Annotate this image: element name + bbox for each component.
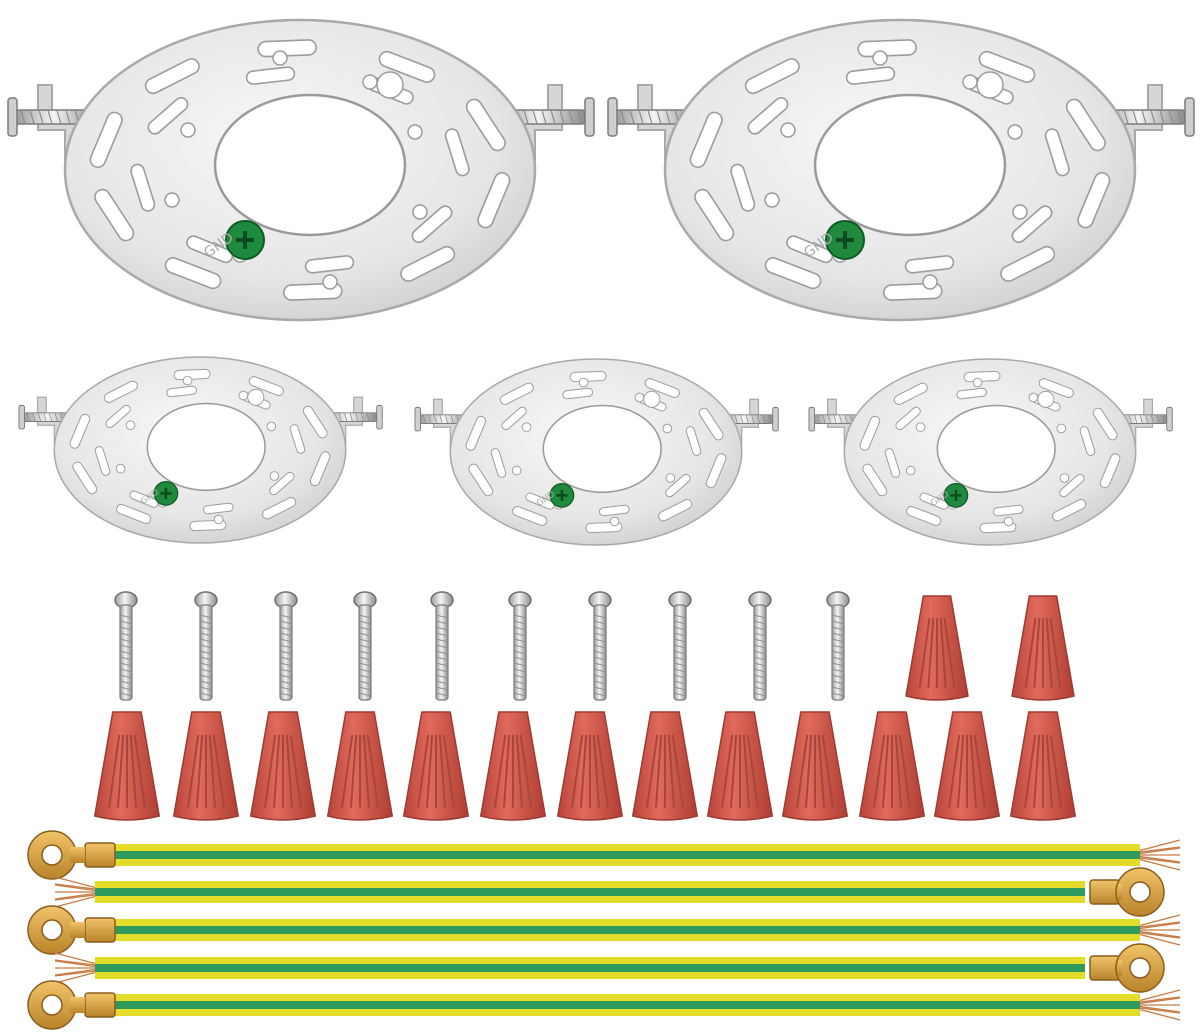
center-hole: [542, 404, 662, 494]
machine-screw-icon: [826, 591, 850, 701]
wire-nut-icon: [905, 595, 969, 701]
slots: [689, 39, 1111, 301]
ground-screw-icon: [153, 481, 179, 506]
ground-wire-icon: [27, 980, 1181, 1030]
machine-screw-icon: [430, 591, 454, 701]
slots: [69, 368, 331, 532]
wire-nut-icon: [933, 711, 1001, 821]
slots: [465, 370, 727, 534]
machine-screw-icon: [668, 591, 692, 701]
slots: [89, 39, 511, 301]
slots: [859, 370, 1121, 534]
ground-wires: [27, 830, 1181, 1030]
mounting-plate: GND: [18, 356, 383, 544]
mounting-plate: GND: [808, 358, 1173, 546]
machine-screw-icon: [588, 591, 612, 701]
wire-nut-icon: [1011, 595, 1075, 701]
wire-nut-icon: [249, 711, 317, 821]
wire-nut-icon: [479, 711, 547, 821]
mounting-plate: GND: [414, 358, 779, 546]
machine-screw-icon: [353, 591, 377, 701]
machine-screw-icon: [114, 591, 138, 701]
ground-screw-icon: [225, 220, 265, 260]
machine-screw-icon: [274, 591, 298, 701]
wire-nut-icon: [1009, 711, 1077, 821]
machine-screw-icon: [748, 591, 772, 701]
ground-screw-icon: [549, 483, 575, 508]
machine-screw-icon: [194, 591, 218, 701]
wire-nuts: [93, 595, 1077, 821]
wire-nut-icon: [402, 711, 470, 821]
ground-wire-icon: [54, 867, 1165, 917]
machine-screw-icon: [508, 591, 532, 701]
ground-screw-icon: [825, 220, 865, 260]
wire-nut-icon: [706, 711, 774, 821]
ground-wire-icon: [27, 905, 1181, 955]
ground-screw-icon: [943, 483, 969, 508]
mounting-plate: GND: [607, 18, 1195, 322]
mounting-plate: GND: [7, 18, 595, 322]
wire-nut-icon: [172, 711, 240, 821]
ground-wire-icon: [27, 830, 1181, 880]
wire-nut-icon: [556, 711, 624, 821]
center-hole: [813, 93, 1007, 237]
center-hole: [936, 404, 1056, 494]
wire-nut-icon: [631, 711, 699, 821]
ground-wire-icon: [54, 943, 1165, 993]
wire-nut-icon: [858, 711, 926, 821]
center-hole: [213, 93, 407, 237]
wire-nut-icon: [326, 711, 394, 821]
machine-screws: [114, 591, 850, 701]
wire-nut-icon: [93, 711, 161, 821]
wire-nut-icon: [781, 711, 849, 821]
center-hole: [146, 402, 266, 492]
